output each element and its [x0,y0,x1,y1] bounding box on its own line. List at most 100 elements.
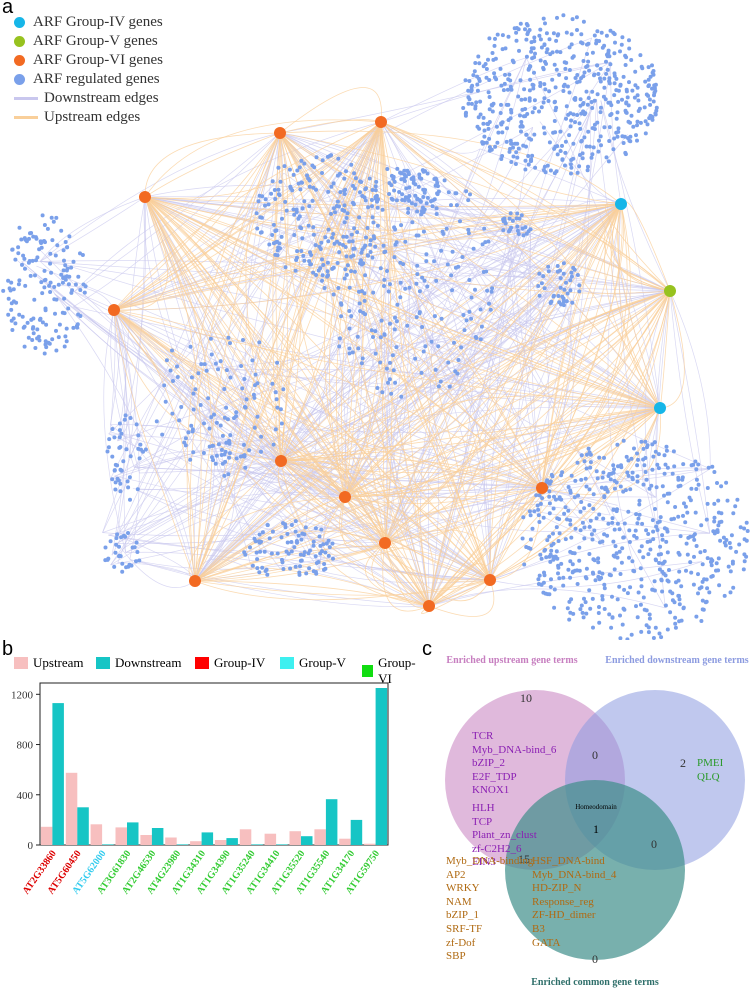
downstream-bar [176,844,189,845]
legend-label: Upstream [33,655,84,670]
y-tick-label: 1200 [11,689,34,701]
legend-label: ARF Group-IV genes [33,14,163,30]
downstream-bar [301,836,313,845]
venn-title-downstream: Enriched downstream gene terms [605,655,749,666]
arf-group-v-node [664,285,676,297]
legend-line-icon [14,97,38,100]
venn-term: Response_reg [532,895,594,908]
venn-term: bZIP_1 [446,909,479,922]
y-tick-label: 0 [28,840,34,852]
upstream-bar [40,826,53,845]
venn-term: SBP [446,950,466,963]
arf-group-iv-node [654,402,666,414]
venn-term: QLQ [697,770,720,783]
downstream-bar [77,807,89,845]
venn-term: Myb_DNA-binding [446,855,534,867]
arf-group-vi-node [189,575,201,587]
panel-label-a: a [2,0,14,18]
arf-group-vi-node [423,600,435,612]
bar-chart-panel: b Upstream Downstream Group-IV Group-V Group… [0,638,416,991]
upstream-bar [90,824,103,845]
regulated-gene-nodes [1,13,750,640]
legend-label: Downstream edges [44,90,159,106]
count-up-down: 0 [592,748,598,762]
network-legend-item: ARF Group-V genes [14,33,158,50]
legend-label: ARF Group-VI genes [33,52,163,68]
center-term: Homeodomain [575,803,617,811]
downstream-bar [201,832,214,845]
network-legend-item: Downstream edges [14,90,159,107]
legend-label: ARF Group-V genes [33,33,158,49]
downstream-bar [151,828,164,845]
upstream-bar [65,772,78,845]
y-tick-label: 400 [17,790,34,802]
legend-label: Group-V [299,655,346,670]
legend-dot-icon [14,36,25,47]
legend-dot-icon [14,17,25,28]
arf-group-vi-node [274,127,286,139]
arf-group-vi-node [139,191,151,203]
legend-dot-icon [14,74,25,85]
arf-group-vi-node [375,116,387,128]
count-center: 1 [593,822,599,836]
network-legend-item: Upstream edges [14,109,140,126]
legend-label: ARF regulated genes [33,71,160,87]
venn-term: E2F_TDP [472,770,517,783]
upstream-bar [364,843,376,845]
panel-label-b: b [2,638,14,660]
legend-label: Group-VI [378,655,416,686]
downstream-bar [102,844,114,845]
upstream-bar [115,827,127,845]
bar-chart: 04008001200AT2G33860AT5G60450AT5G62000AT… [11,682,389,896]
legend-swatch-icon [195,657,209,669]
legend-label: Group-IV [214,655,266,670]
legend-swatch-icon [280,657,294,669]
count-downstream-only: 2 [680,756,686,770]
legend-swatch-icon [362,665,374,677]
venn-circle-common [505,780,685,960]
upstream-bar [190,841,202,845]
panel-label-c: c [422,638,432,660]
downstream-bar [226,838,238,845]
venn-term: WRKY [446,882,480,895]
venn-term: NAM [446,895,472,908]
arf-group-iv-node [615,198,627,210]
upstream-bar [165,837,177,845]
bar-legend-item: Group-VI [362,655,419,687]
venn-term: HLH [472,801,495,814]
network-legend-item: ARF Group-IV genes [14,14,163,31]
legend-label: Downstream [115,655,182,670]
downstream-bar [127,822,139,845]
bar-legend-item: Downstream [96,655,181,671]
legend-swatch-icon [14,657,28,669]
arf-hub-nodes [108,116,676,612]
arf-group-vi-node [275,455,287,467]
downstream-bar [276,844,288,845]
count-common-only: 0 [592,952,598,966]
downstream-bar [375,688,388,845]
venn-term: KNOX1 [472,784,510,797]
downstream-bar [251,844,263,845]
network-legend-item: ARF Group-VI genes [14,52,163,69]
network-legend-item: ARF regulated genes [14,71,160,88]
venn-term: TCP [472,815,493,828]
arf-group-vi-node [536,482,548,494]
venn-term: EIN3 [472,856,496,869]
count-up-common: 15 [518,852,530,866]
bar-legend-item: Group-V [280,655,346,671]
venn-term: ZF-HD_dimer [532,909,596,922]
venn-term: zf-C2H2_6 [472,842,522,855]
arf-group-vi-node [108,304,120,316]
network-graph [1,13,750,640]
legend-dot-icon [14,55,25,66]
plot-frame [39,682,389,846]
venn-term: SRF-TF [446,922,483,935]
venn-term: TCR [472,730,494,742]
downstream-bar [350,819,363,845]
legend-swatch-icon [96,657,110,669]
downstream-bar [52,703,64,845]
y-tick-label: 800 [17,740,34,752]
